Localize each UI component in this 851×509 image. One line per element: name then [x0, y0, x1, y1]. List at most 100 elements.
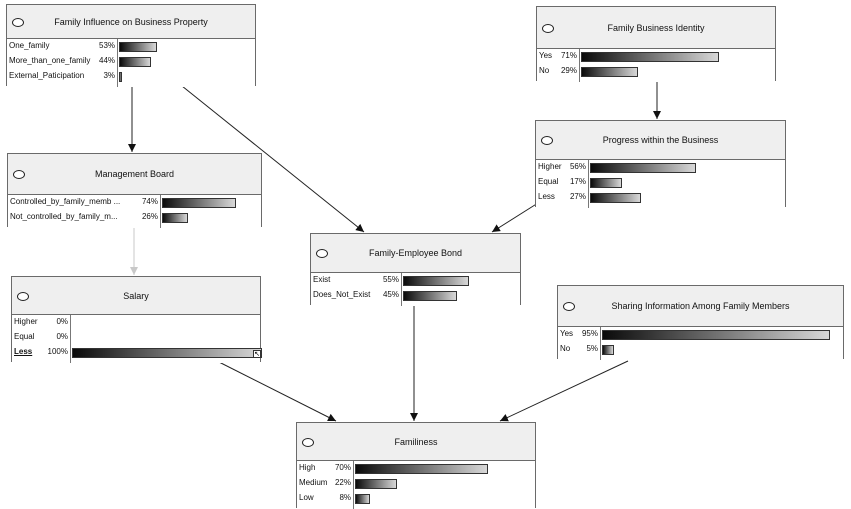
state-percent: 0% [56, 332, 68, 341]
node-title: Management Board [94, 169, 175, 179]
state-percent: 26% [141, 212, 158, 221]
state-percent: 74% [141, 197, 158, 206]
node-states: Yes 95% No 5% [558, 327, 843, 360]
node-header[interactable]: Family-Employee Bond [311, 234, 520, 273]
state-divider [588, 160, 589, 208]
state-row-does-not-exist[interactable]: Does_Not_Exist 45% [311, 289, 520, 303]
state-label: Controlled_by_family_memb ... [10, 197, 121, 206]
probability-bar [403, 276, 469, 286]
state-row-low[interactable]: Low 8% [297, 492, 535, 506]
node-title: Family-Employee Bond [368, 248, 463, 258]
state-row-not-controlled-by-family-m[interactable]: Not_controlled_by_family_m... 26% [8, 211, 261, 225]
node-header[interactable]: Management Board [8, 154, 261, 195]
node-title: Sharing Information Among Family Members [611, 301, 790, 311]
state-row-one-family[interactable]: One_family 53% [7, 40, 255, 54]
state-row-less[interactable]: Less 100% ↖ [12, 346, 262, 360]
state-row-higher[interactable]: Higher 56% [536, 161, 785, 175]
state-percent: 56% [569, 162, 586, 171]
state-label: Does_Not_Exist [313, 290, 371, 299]
probability-bar [581, 67, 638, 77]
node-header[interactable]: Sharing Information Among Family Members [558, 286, 843, 327]
state-percent: 0% [56, 317, 68, 326]
probability-bar [162, 198, 236, 208]
edge-salary-to-familiness [212, 358, 337, 422]
node-sharing[interactable]: Sharing Information Among Family Members… [557, 285, 844, 360]
node-header[interactable]: Salary [12, 277, 260, 315]
state-percent: 53% [99, 41, 116, 50]
probability-bar [590, 193, 641, 203]
state-label: Low [299, 493, 314, 502]
state-row-higher[interactable]: Higher 0% [12, 316, 260, 330]
state-percent: 95% [581, 329, 598, 338]
state-row-high[interactable]: High 70% [297, 462, 535, 476]
state-label: No [560, 344, 571, 353]
probability-bar [119, 57, 151, 67]
state-label: Not_controlled_by_family_m... [10, 212, 118, 221]
state-label: Yes [560, 329, 574, 338]
state-percent: 71% [560, 51, 577, 60]
node-header[interactable]: Family Influence on Business Property [7, 5, 255, 39]
state-percent: 22% [334, 478, 351, 487]
probability-bar [590, 163, 696, 173]
node-header[interactable]: Progress within the Business [536, 121, 785, 160]
probability-bar [355, 494, 370, 504]
state-divider [579, 49, 580, 82]
node-oval-icon [302, 437, 314, 447]
state-row-yes[interactable]: Yes 71% [537, 50, 775, 64]
state-label: Higher [14, 317, 38, 326]
state-percent: 27% [569, 192, 586, 201]
probability-bar [403, 291, 457, 301]
state-percent: 100% [47, 347, 68, 356]
state-percent: 8% [339, 493, 351, 502]
state-percent: 5% [586, 344, 598, 353]
probability-bar [602, 330, 830, 340]
edge-family-influence-to-bond [181, 85, 365, 233]
node-oval-icon [541, 136, 553, 145]
state-label: High [299, 463, 316, 472]
node-header[interactable]: Familiness [297, 423, 535, 461]
node-header[interactable]: Family Business Identity [537, 7, 775, 49]
probability-bar [581, 52, 719, 62]
probability-bar [355, 479, 397, 489]
probability-bar [162, 213, 188, 223]
state-divider [117, 39, 118, 87]
node-title: Salary [123, 290, 149, 301]
node-states: Controlled_by_family_memb ... 74% Not_cont… [8, 195, 261, 228]
state-label: Yes [539, 51, 553, 60]
state-divider [600, 327, 601, 360]
state-percent: 70% [334, 463, 351, 472]
state-label: Less [14, 347, 33, 356]
state-row-controlled-by-family-memb[interactable]: Controlled_by_family_memb ... 74% [8, 196, 261, 210]
state-percent: 45% [382, 290, 399, 299]
state-row-no[interactable]: No 5% [558, 343, 843, 357]
state-label: More_than_one_family [9, 56, 91, 65]
evidence-cursor-icon[interactable]: ↖ [253, 350, 261, 358]
state-label: Higher [538, 162, 562, 171]
state-label: Equal [538, 177, 559, 186]
state-label: One_family [9, 41, 50, 50]
probability-bar [119, 42, 157, 52]
state-divider [353, 461, 354, 509]
state-row-yes[interactable]: Yes 95% [558, 328, 843, 342]
